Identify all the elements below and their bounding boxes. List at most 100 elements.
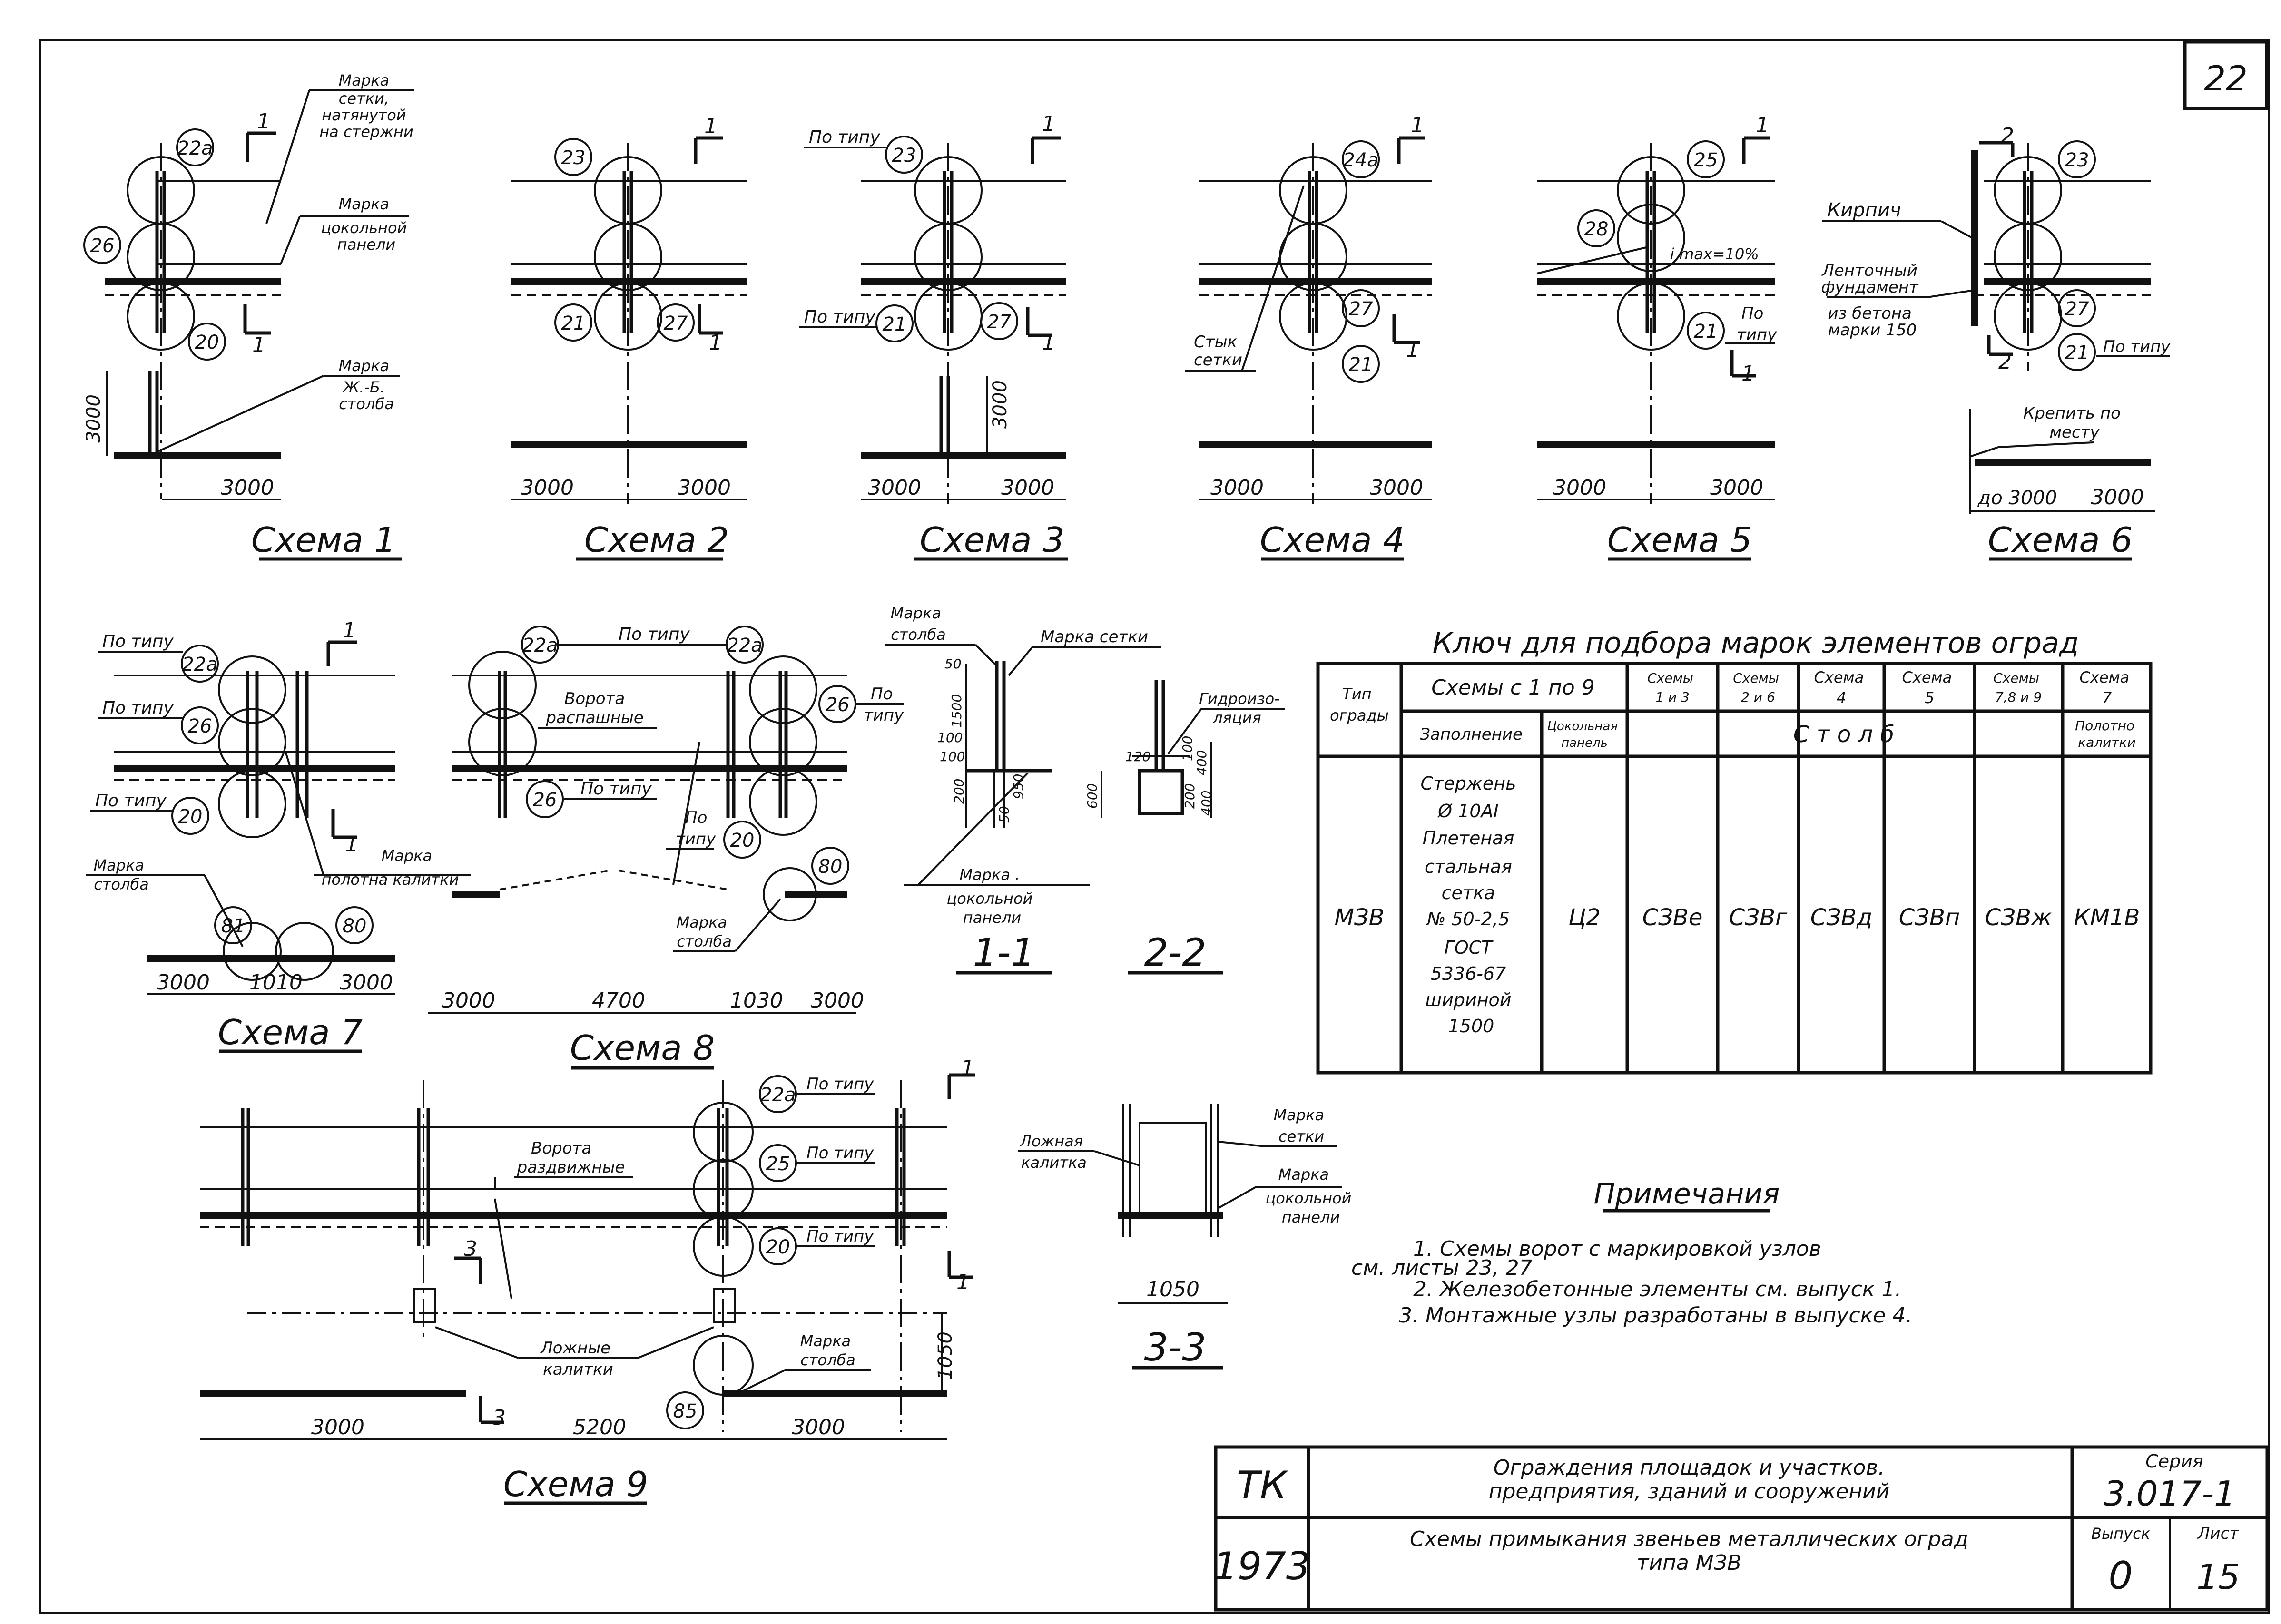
row-s7: КМ1В <box>2074 904 2140 931</box>
scheme-7-title: Схема 7 <box>218 1012 363 1052</box>
section-1-mark: 1 <box>704 114 718 138</box>
hdr-tip-ogrady: Тип ограды <box>1330 685 1389 724</box>
label-marka-tsokolnoy-paneli: Марка цокольной панели <box>321 195 412 254</box>
dim-3000: 3000 <box>2091 485 2144 509</box>
callout-25: 25 <box>1694 149 1718 171</box>
section-1-mark: 1 <box>961 1056 974 1080</box>
scheme-8-title: Схема 8 <box>570 1028 715 1068</box>
callout-circle <box>127 282 195 351</box>
row-fill: Стержень Ø 10AI Плетеная стальная сетка … <box>1420 773 1522 1037</box>
hdr-s7: Схема 7 <box>2080 668 2134 707</box>
svg-text:600: 600 <box>1084 783 1100 809</box>
callout-28: 28 <box>1584 218 1609 240</box>
label-po-tipu: По типу <box>580 779 652 799</box>
svg-text:100: 100 <box>940 749 965 764</box>
callout-22a: 22а <box>760 1084 796 1106</box>
label-kirpich: Кирпич <box>1827 199 1901 221</box>
scheme-3-title: Схема 3 <box>920 520 1064 560</box>
note-2: 2. Железобетонные элементы см. выпуск 1. <box>1413 1277 1901 1301</box>
section-3-3: Ложная калитка Марка сетки Марка цокольн… <box>1018 1104 1351 1370</box>
callout-24a: 24а <box>1343 149 1378 171</box>
label-po-tipu: По типу <box>619 625 690 644</box>
dim-3000: 3000 <box>340 970 393 995</box>
label-po: По <box>871 685 893 704</box>
svg-text:200: 200 <box>951 779 967 804</box>
callout-20: 20 <box>730 830 755 851</box>
svg-text:50: 50 <box>996 806 1012 823</box>
scheme-9: 22а По типу 25 По типу 20 По типу 1 1 Во… <box>200 1056 975 1505</box>
hdr-s13: Схемы 1 и 3 <box>1647 670 1697 705</box>
hdr-schemes: Схемы с 1 по 9 <box>1431 675 1595 700</box>
label-do-3000: до 3000 <box>1977 487 2057 509</box>
hdr-stolb: С т о л б <box>1793 721 1894 748</box>
row-s26: СЗВг <box>1729 904 1788 931</box>
hdr-zapolnenie: Заполнение <box>1420 725 1523 744</box>
svg-text:120: 120 <box>1125 749 1150 764</box>
section-1-mark: 1 <box>1042 331 1055 355</box>
dims-section-1-1: 50 1500 100 100 200 50 950 <box>937 656 1026 823</box>
callout-27: 27 <box>2065 298 2089 320</box>
dim-3000: 3000 <box>1710 476 1763 500</box>
callout-22a: 22а <box>727 635 762 656</box>
label-po-tipu: По типу <box>102 632 174 651</box>
hdr-s4: Схема 4 <box>1814 668 1869 707</box>
sheet-frame <box>39 39 2270 1614</box>
dim-3000: 3000 <box>868 476 921 500</box>
section-2-2: Гидроизо- ляция 120 100 400 600 200 400 … <box>1084 680 1285 975</box>
label-marka-setki: Марка сетки <box>1274 1106 1329 1145</box>
hdr-s5: Схема 5 <box>1902 668 1957 707</box>
section-1-mark: 1 <box>343 618 356 643</box>
row-s789: СЗВж <box>1985 904 2052 931</box>
section-1-mark: 1 <box>252 333 265 357</box>
section-3-mark: 3 <box>492 1406 506 1430</box>
callout-26: 26 <box>188 715 212 737</box>
dim-3000: 3000 <box>442 988 495 1013</box>
dim-3000: 3000 <box>521 476 574 500</box>
section-2-mark: 2 <box>2001 124 2014 148</box>
callout-23: 23 <box>2065 149 2089 171</box>
section-2-mark: 2 <box>1998 350 2012 374</box>
label-tipu: типу <box>864 706 904 725</box>
callout-27: 27 <box>987 311 1012 333</box>
notes-title: Примечания <box>1594 1177 1780 1211</box>
callout-27: 27 <box>664 313 688 334</box>
dim-1030: 1030 <box>730 988 783 1013</box>
label-marka-polotna-kalitki: Марка полотна калитки <box>322 847 459 889</box>
dim-3000: 3000 <box>157 970 210 995</box>
sheet-number: 22 <box>2204 59 2248 98</box>
label-marka-setki: Марка сетки, натянутой на стержни <box>319 71 413 141</box>
notes: Примечания 1. Схемы ворот с маркировкой … <box>1351 1177 1912 1328</box>
vypusk-value: 0 <box>2109 1554 2133 1598</box>
label-po-tipu: По типу <box>806 1227 874 1246</box>
label-vorota-razdvizhnye: Ворота раздвижные <box>517 1139 625 1177</box>
dim-1050: 1050 <box>1146 1277 1199 1301</box>
hdr-s26: Схемы 2 и 6 <box>1733 670 1783 705</box>
label-lozhnye-kalitki: Ложные калитки <box>540 1339 616 1379</box>
dim-5200: 5200 <box>573 1415 626 1439</box>
callout-20: 20 <box>178 806 203 828</box>
org-code: ТК <box>1237 1463 1288 1507</box>
hdr-tsokol: Цокольная панель <box>1547 719 1622 750</box>
svg-text:200: 200 <box>1182 783 1198 809</box>
callout-26: 26 <box>90 235 115 257</box>
vypusk-label: Выпуск <box>2091 1525 2151 1543</box>
scheme-6: 23 27 21 По типу 2 2 Кирпич Ленточный фу… <box>1821 124 2171 561</box>
dim-3000: 3000 <box>1210 476 1264 500</box>
section-3-3-title: 3-3 <box>1144 1325 1207 1370</box>
section-1-mark: 1 <box>709 331 722 355</box>
section-1-mark: 1 <box>1042 112 1055 136</box>
dim-1050-vertical: 1050 <box>934 1331 956 1380</box>
dim-3000: 3000 <box>311 1415 364 1439</box>
hdr-polotno: Полотно калитки <box>2075 718 2139 750</box>
label-po: По <box>1741 304 1763 323</box>
label-marka-stolba: Марка столба <box>677 913 732 950</box>
scheme-9-title: Схема 9 <box>503 1464 648 1504</box>
series-value: 3.017-1 <box>2104 1474 2236 1514</box>
callout-22a: 22а <box>522 635 558 656</box>
dim-3000: 3000 <box>1001 476 1054 500</box>
callout-21: 21 <box>1694 321 1718 342</box>
callout-21: 21 <box>2065 342 2089 364</box>
list-value: 15 <box>2196 1557 2240 1597</box>
row-type: МЗВ <box>1334 904 1384 931</box>
